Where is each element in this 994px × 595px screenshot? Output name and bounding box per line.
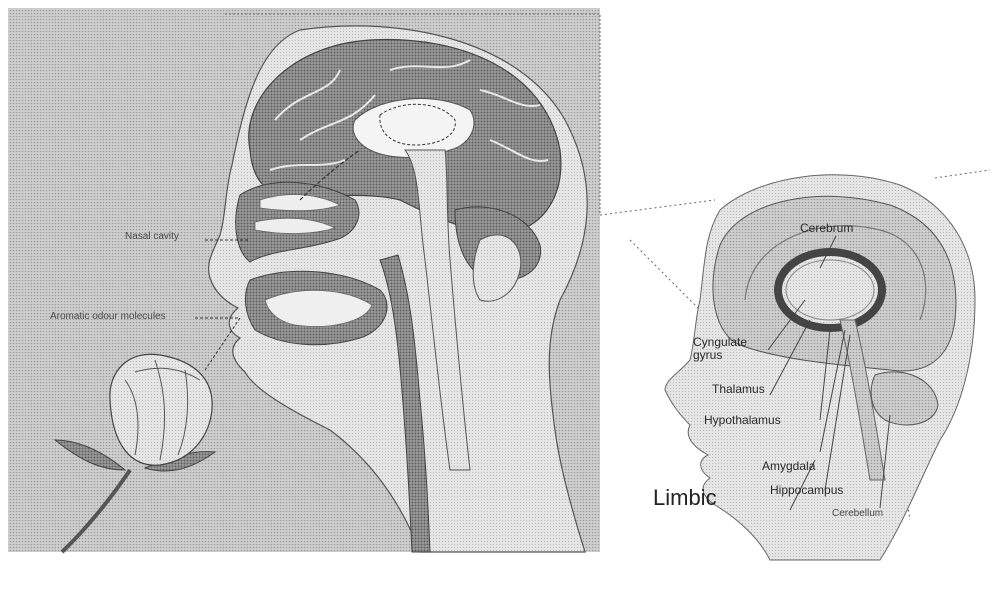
limbic-ring-inner [786,260,874,320]
label-thalamus: Thalamus [712,383,765,396]
label-cingulate-gyrus: Cyngulate gyrus [693,336,747,361]
label-hippocampus: Hippocampus [770,484,843,497]
label-aromatic-molecules: Aromatic odour molecules [50,312,166,323]
label-cerebrum: Cerebrum [800,222,853,235]
label-hypothalamus: Hypothalamus [704,414,781,427]
label-amygdala: Amygdala [762,460,815,473]
label-nasal-cavity: Nasal cavity [125,232,179,243]
left-figure [8,8,600,552]
label-cerebellum: Cerebellum [832,509,883,520]
label-limbic: Limbic [653,486,717,509]
